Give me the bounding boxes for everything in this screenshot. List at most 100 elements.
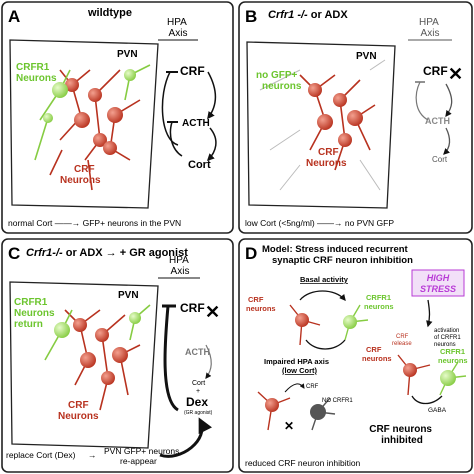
crf-neuron xyxy=(107,107,123,123)
crf-neuron xyxy=(265,398,279,412)
chain-plus: + xyxy=(196,388,200,395)
chain-crf: CRF xyxy=(180,301,205,315)
crf-release-label: CRF release xyxy=(392,334,412,347)
no-crfr1-label: NO CRFR1 xyxy=(322,398,353,404)
crf-neurons-label: CRF neurons xyxy=(246,295,276,313)
crf-neuron xyxy=(308,83,322,97)
crfr1-neuron xyxy=(54,322,70,338)
gfp-label: no GFP+ neurons xyxy=(256,70,302,92)
hpa-axis-title: HPA Axis xyxy=(419,17,441,39)
chain-cort: Cort xyxy=(192,380,205,387)
arrow-icon xyxy=(205,344,212,379)
chain-cort: Cort xyxy=(432,155,448,164)
hpa-axis-title: HPA Axis xyxy=(167,17,189,39)
arrow-icon xyxy=(445,83,453,118)
inhibition-bar-icon xyxy=(305,339,346,350)
panel-a-caption: normal Cort ——→ GFP+ neurons in the PVN xyxy=(8,218,181,228)
panel-c: C Crfr1-/- or ADX → + GR agonist PVN CRF… xyxy=(1,238,234,473)
svg-text:STRESS: STRESS xyxy=(420,284,456,294)
crfr1-neuron xyxy=(129,312,141,324)
crf-neuron xyxy=(93,133,107,147)
panel-b-caption: low Cort (<5ng/ml) ——→ no PVN GFP xyxy=(245,218,394,228)
chain-crf: CRF xyxy=(423,64,448,78)
cross-mark-icon: ✕ xyxy=(284,419,294,433)
no-crfr1-neuron xyxy=(310,404,326,420)
panel-d-title: Model: Stress induced recurrent synaptic… xyxy=(262,244,413,266)
panel-d: D Model: Stress induced recurrent synapt… xyxy=(238,238,473,473)
crf-neuron xyxy=(88,88,102,102)
arrow-icon xyxy=(426,299,433,328)
high-stress-badge: HIGH STRESS xyxy=(411,269,465,297)
crfr1-neuron xyxy=(52,82,68,98)
panel-a-title: wildtype xyxy=(87,7,132,19)
crf-neuron xyxy=(65,78,79,92)
panel-c-caption-arrow: → xyxy=(88,450,97,460)
activation-label: activation of CRFR1 neurons xyxy=(434,328,462,348)
crf-neuron xyxy=(317,114,333,130)
svg-text:HIGH: HIGH xyxy=(427,273,450,283)
panel-c-title: Crfr1-/- or ADX → + GR agonist xyxy=(26,247,188,259)
pvn-label: PVN xyxy=(356,51,377,62)
crf-neuron xyxy=(95,328,109,342)
impaired-label: Impaired HPA axis (low Cort) xyxy=(264,357,331,375)
crfr1-neurons-label: CRFR1 neurons xyxy=(364,293,394,311)
panel-c-caption-left: replace Cort (Dex) xyxy=(6,450,76,460)
hpa-axis-title: HPA Axis xyxy=(169,255,191,277)
chain-crf: CRF xyxy=(180,64,205,78)
inhibited-label: CRF neurons inhibited xyxy=(369,424,435,446)
panel-b-letter: B xyxy=(245,7,257,26)
inhibition-bar-icon xyxy=(415,81,429,121)
crf-neuron xyxy=(403,363,417,377)
chain-acth: ACTH xyxy=(185,347,210,357)
crf-label: CRF Neurons xyxy=(60,164,101,186)
panel-c-caption-right: PVN GFP+ neurons re-appear xyxy=(104,446,182,466)
crf-neuron xyxy=(101,371,115,385)
panel-c-letter: C xyxy=(8,244,20,263)
crf-neuron xyxy=(338,133,352,147)
crfr1-neuron xyxy=(124,69,136,81)
crfr1-label: CRFR1 Neurons xyxy=(16,62,57,84)
pvn-label: PVN xyxy=(118,290,139,301)
inhibition-bar-icon xyxy=(169,121,183,157)
crf-label: CRF Neurons xyxy=(306,147,347,169)
panel-b: B Crfr1 -/- or ADX PVN no GFP+ neurons C… xyxy=(238,1,473,234)
arrow-icon xyxy=(299,290,346,301)
crfr1-neuron xyxy=(343,315,357,329)
crf-label: CRF Neurons xyxy=(58,400,99,422)
crf-neuron xyxy=(295,313,309,327)
crfr1-neuron xyxy=(440,370,456,386)
crfr1-neurons-label: CRFR1 neurons xyxy=(438,347,468,365)
pvn-label: PVN xyxy=(117,49,138,60)
crf-neuron xyxy=(103,141,117,155)
panel-b-title: Crfr1 -/- or ADX xyxy=(268,9,348,21)
panel-a-letter: A xyxy=(8,7,20,26)
crfr1-label: CRFR1 Neurons return xyxy=(14,297,57,330)
cross-mark-icon: ✕ xyxy=(448,64,463,84)
basal-activity-label: Basal activity xyxy=(300,275,349,284)
inhibition-bar-icon xyxy=(411,395,443,405)
pvn-region-outline xyxy=(9,281,159,449)
chain-cort: Cort xyxy=(188,159,211,171)
inhibition-bar-icon xyxy=(161,71,179,146)
crf-neuron xyxy=(74,112,90,128)
chain-acth: ACTH xyxy=(182,118,210,129)
arrow-icon xyxy=(206,127,217,162)
pvn-region-outline xyxy=(246,41,396,209)
arrow-icon xyxy=(284,383,305,393)
crf-neurons-label: CRF neurons xyxy=(362,345,392,363)
crf-neuron xyxy=(333,93,347,107)
panel-d-letter: D xyxy=(245,244,257,263)
crf-neuron xyxy=(347,110,363,126)
cross-mark-icon: ✕ xyxy=(205,302,220,322)
crf-small-label: CRF xyxy=(306,384,319,390)
panel-a: A wildtype PVN CRFR1 Neurons CRF Neurons xyxy=(1,1,234,234)
panel-d-caption: reduced CRF neuron inhibition xyxy=(245,458,361,468)
crfr1-neuron xyxy=(43,113,53,123)
pvn-region-outline xyxy=(9,39,159,209)
chain-acth: ACTH xyxy=(425,116,450,126)
crf-neuron xyxy=(112,347,128,363)
crf-neuron xyxy=(80,352,96,368)
arrow-icon xyxy=(207,71,217,120)
crf-neuron xyxy=(73,318,87,332)
